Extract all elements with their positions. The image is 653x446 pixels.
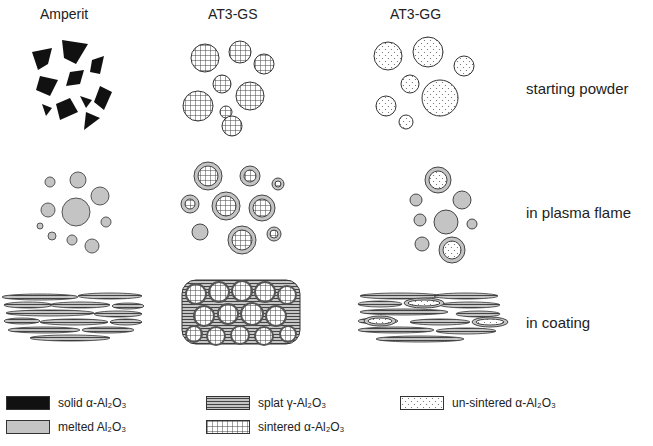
legend-text: un-sintered α-Al₂O₃: [452, 396, 556, 410]
row-label: in coating: [526, 314, 590, 331]
legend-item: melted Al₂O₃: [6, 420, 126, 434]
legend-swatch: [400, 396, 444, 410]
splat-lamellae: [2, 293, 144, 341]
column-header: AT3-GS: [208, 6, 258, 22]
legend-text: sintered α-Al₂O₃: [258, 420, 345, 434]
legend-swatch: [206, 396, 250, 410]
unsintered-particles: [374, 37, 474, 129]
row-label: starting powder: [526, 80, 629, 97]
legend-text: splat γ-Al₂O₃: [258, 396, 326, 410]
sintered-particles: [183, 41, 274, 136]
legend-swatch: [6, 396, 50, 410]
legend-swatch: [6, 420, 50, 434]
column-header: Amperit: [40, 6, 88, 22]
legend-text: melted Al₂O₃: [58, 420, 126, 434]
shell-core-droplets: [181, 162, 284, 254]
legend-item: un-sintered α-Al₂O₃: [400, 396, 556, 410]
legend-item: splat γ-Al₂O₃: [206, 396, 326, 410]
legend-text: solid α-Al₂O₃: [58, 396, 127, 410]
mixed-coating: [358, 293, 508, 342]
sintered-coating: [182, 280, 300, 345]
row-label: in plasma flame: [526, 204, 631, 221]
melted-droplets: [37, 172, 111, 253]
legend-item: solid α-Al₂O₃: [6, 396, 127, 410]
solid-particles: [32, 40, 112, 130]
legend-swatch: [206, 420, 250, 434]
mixed-droplets: [410, 167, 477, 263]
column-header: AT3-GG: [390, 6, 441, 22]
legend-item: sintered α-Al₂O₃: [206, 420, 345, 434]
